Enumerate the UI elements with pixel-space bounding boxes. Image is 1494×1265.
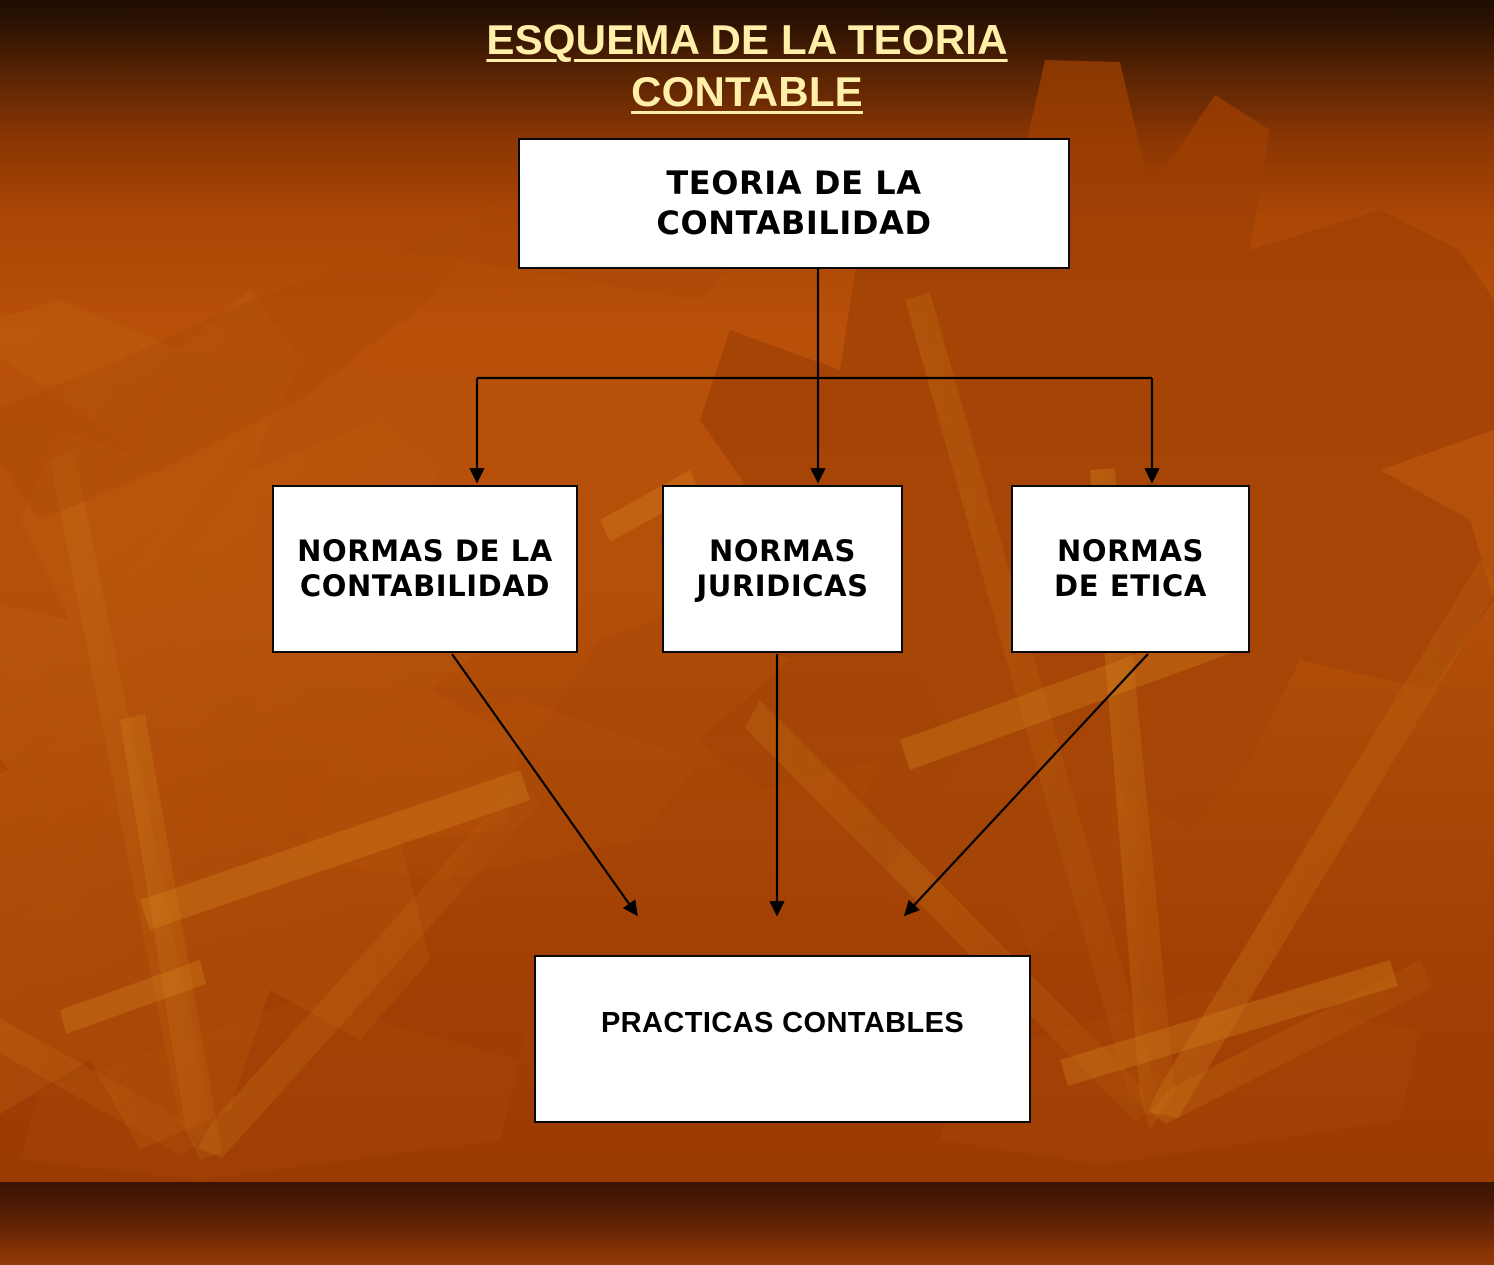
node-label: TEORIA DE LA CONTABILIDAD [656, 164, 931, 242]
node-label-line1: NORMAS [708, 533, 857, 568]
node-normas-de-etica[interactable]: NORMAS DE ETICA [1011, 485, 1250, 653]
node-label: NORMAS DE LA CONTABILIDAD [297, 534, 553, 605]
node-normas-de-la-contabilidad[interactable]: NORMAS DE LA CONTABILIDAD [272, 485, 578, 653]
page-title-line1: ESQUEMA DE LA TEORIA [486, 16, 1008, 63]
node-label-line1: NORMAS [1056, 533, 1205, 568]
page-title: ESQUEMA DE LA TEORIA CONTABLE [0, 14, 1494, 118]
slide-footer-band [0, 1182, 1494, 1265]
node-label-line2: DE ETICA [1054, 569, 1207, 603]
node-label-line2: JURIDICAS [696, 569, 869, 603]
node-label-line1: TEORIA DE LA [666, 164, 922, 203]
node-practicas-contables[interactable]: PRACTICAS CONTABLES [534, 955, 1031, 1123]
node-label-line1: NORMAS DE LA [297, 533, 553, 568]
node-label: NORMAS DE ETICA [1054, 534, 1207, 605]
node-label-line2: CONTABILIDAD [299, 569, 551, 603]
node-label: NORMAS JURIDICAS [696, 534, 868, 605]
node-teoria-de-la-contabilidad[interactable]: TEORIA DE LA CONTABILIDAD [518, 138, 1070, 269]
page-title-line2: CONTABLE [631, 68, 863, 116]
node-label-line2: CONTABILIDAD [656, 203, 932, 242]
node-normas-juridicas[interactable]: NORMAS JURIDICAS [662, 485, 903, 653]
node-label: PRACTICAS CONTABLES [600, 1007, 965, 1039]
